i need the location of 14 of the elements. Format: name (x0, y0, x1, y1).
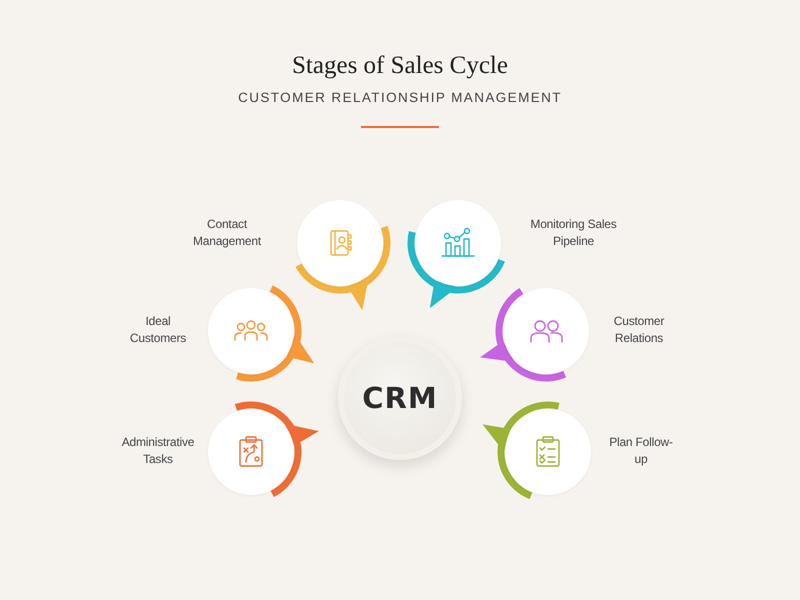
stage-label: Contact Management (192, 216, 262, 250)
stage-circle (208, 288, 294, 374)
stage-label: Administrative Tasks (120, 434, 196, 468)
stage-circle (415, 200, 501, 286)
subtitle: CUSTOMER RELATIONSHIP MANAGEMENT (238, 90, 562, 105)
stage-circle (208, 409, 294, 495)
title: Stages of Sales Cycle (292, 52, 508, 80)
stage-circle (297, 200, 383, 286)
stage-circle (505, 409, 591, 495)
stage-label: Ideal Customers (128, 313, 188, 347)
center-label: CRM (362, 381, 438, 415)
stage-label: Plan Follow-up (608, 434, 674, 468)
stage-label: Customer Relations (612, 313, 666, 347)
stage-label: Monitoring Sales Pipeline (529, 216, 618, 250)
